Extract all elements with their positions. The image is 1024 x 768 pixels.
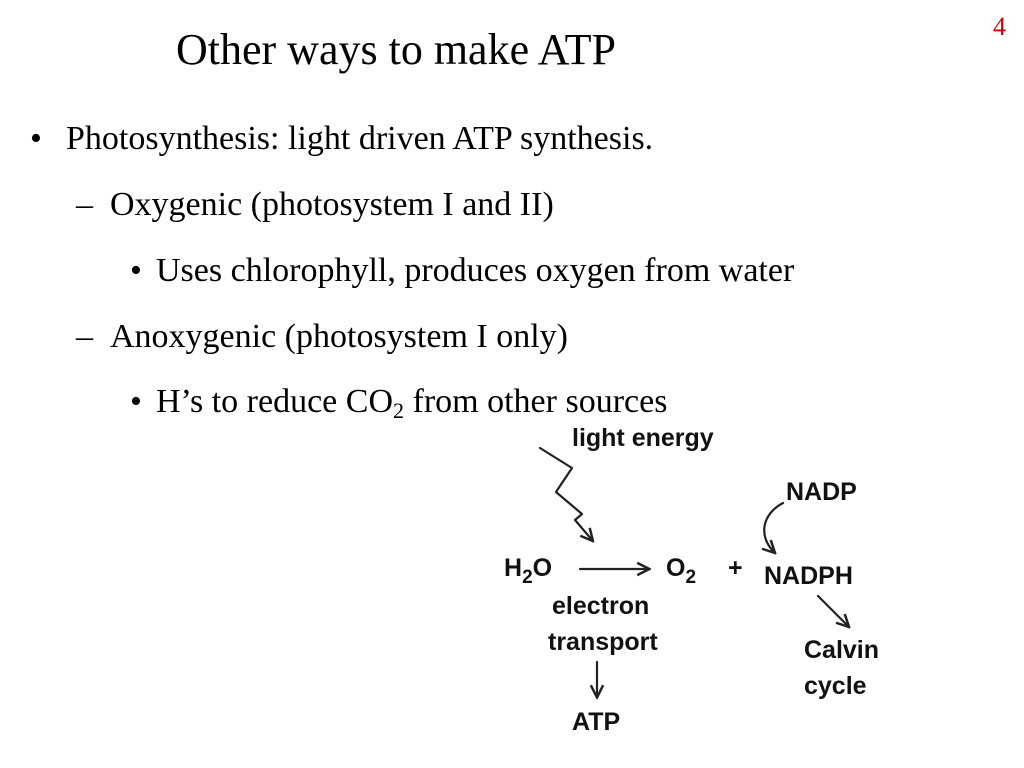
bullet-marker: • <box>130 383 142 420</box>
oxygen-o: O <box>666 554 685 582</box>
bullet-text: Uses chlorophyll, produces oxygen from w… <box>156 252 795 289</box>
electron-label: electron <box>552 592 649 620</box>
transport-label: transport <box>548 628 658 656</box>
bullet-level3-reduce-co2: • H’s to reduce CO2 from other sources <box>130 380 667 424</box>
slide-title: Other ways to make ATP <box>176 25 616 74</box>
calvin-label: Calvin <box>804 636 879 664</box>
oxygen-label: O2 <box>666 554 696 588</box>
bullet-level1-photosynthesis: • Photosynthesis: light driven ATP synthe… <box>30 117 653 161</box>
dash-marker: – <box>76 318 93 355</box>
water-o: O <box>533 554 552 582</box>
water-subscript: 2 <box>522 567 533 588</box>
bullet-marker: • <box>130 252 142 289</box>
water-h: H <box>504 554 522 582</box>
co2-subscript: 2 <box>393 398 405 423</box>
nadph-to-calvin-arrow-icon <box>816 594 848 626</box>
bullet-marker: • <box>30 120 42 157</box>
light-energy-label: light energy <box>572 424 714 452</box>
bullet-text: Photosynthesis: light driven ATP synthes… <box>66 120 654 157</box>
nadph-label: NADPH <box>764 562 853 590</box>
bullet-text-after: from other sources <box>404 383 668 420</box>
nadp-curved-arrow-icon <box>764 501 785 552</box>
bullet-text: Oxygenic (photosystem I and II) <box>110 186 554 223</box>
bullet-level3-chlorophyll: • Uses chlorophyll, produces oxygen from … <box>130 249 794 293</box>
bullet-level2-oxygenic: –Oxygenic (photosystem I and II) <box>76 183 554 227</box>
bullet-text-before: H’s to reduce CO <box>156 383 394 420</box>
slide-number: 4 <box>993 12 1006 41</box>
cycle-label: cycle <box>804 672 867 700</box>
lightning-arrow-icon <box>538 446 592 540</box>
dash-marker: – <box>76 186 93 223</box>
bullet-level2-anoxygenic: –Anoxygenic (photosystem I only) <box>76 315 568 359</box>
plus-sign: + <box>728 554 743 582</box>
atp-label: ATP <box>572 708 620 736</box>
water-label: H2O <box>504 554 552 588</box>
nadp-label: NADP <box>786 478 857 506</box>
oxygen-subscript: 2 <box>685 567 696 588</box>
bullet-text: Anoxygenic (photosystem I only) <box>110 318 568 355</box>
